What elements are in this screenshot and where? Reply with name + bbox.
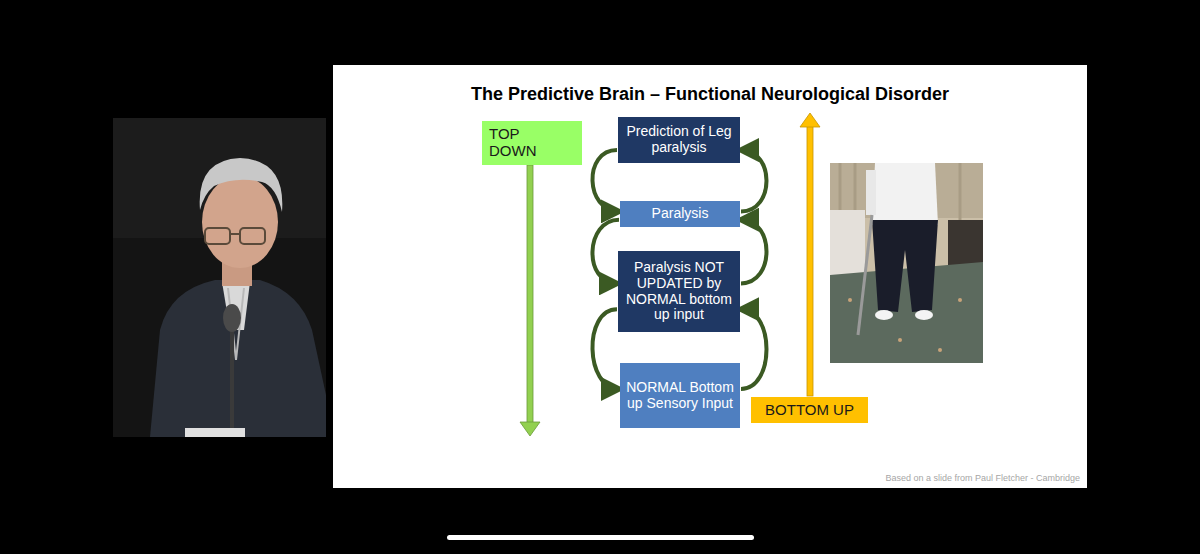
home-indicator [447, 535, 754, 540]
presenter-photo [113, 118, 326, 437]
top-down-arrow [520, 165, 540, 436]
curved-arrow [741, 220, 767, 284]
box-text: NORMAL Bottom up Sensory Input [624, 380, 736, 411]
curved-arrow [592, 309, 619, 389]
box-text: Prediction of Leg paralysis [622, 124, 736, 155]
process-box: TOP DOWN [482, 121, 582, 165]
process-box: BOTTOM UP [751, 397, 868, 423]
patient-photo [830, 163, 983, 363]
bottom-up-arrow [800, 113, 820, 396]
slide-panel [333, 65, 1087, 488]
curved-arrow [741, 150, 767, 211]
process-box: Paralysis NOT UPDATED by NORMAL bottom u… [618, 251, 740, 332]
curved-arrow [592, 150, 619, 211]
curved-arrow [592, 220, 619, 284]
slide-title: The Predictive Brain – Functional Neurol… [333, 84, 1087, 105]
process-box: Paralysis [620, 201, 740, 227]
box-text: Paralysis NOT UPDATED by NORMAL bottom u… [622, 260, 736, 323]
process-box: NORMAL Bottom up Sensory Input [620, 363, 740, 428]
process-box: Prediction of Leg paralysis [618, 117, 740, 163]
box-text: BOTTOM UP [765, 402, 854, 419]
source-note: Based on a slide from Paul Fletcher - Ca… [760, 473, 1080, 483]
box-text: Paralysis [652, 206, 709, 222]
curved-arrow [741, 309, 767, 389]
box-text: TOP DOWN [489, 126, 549, 160]
